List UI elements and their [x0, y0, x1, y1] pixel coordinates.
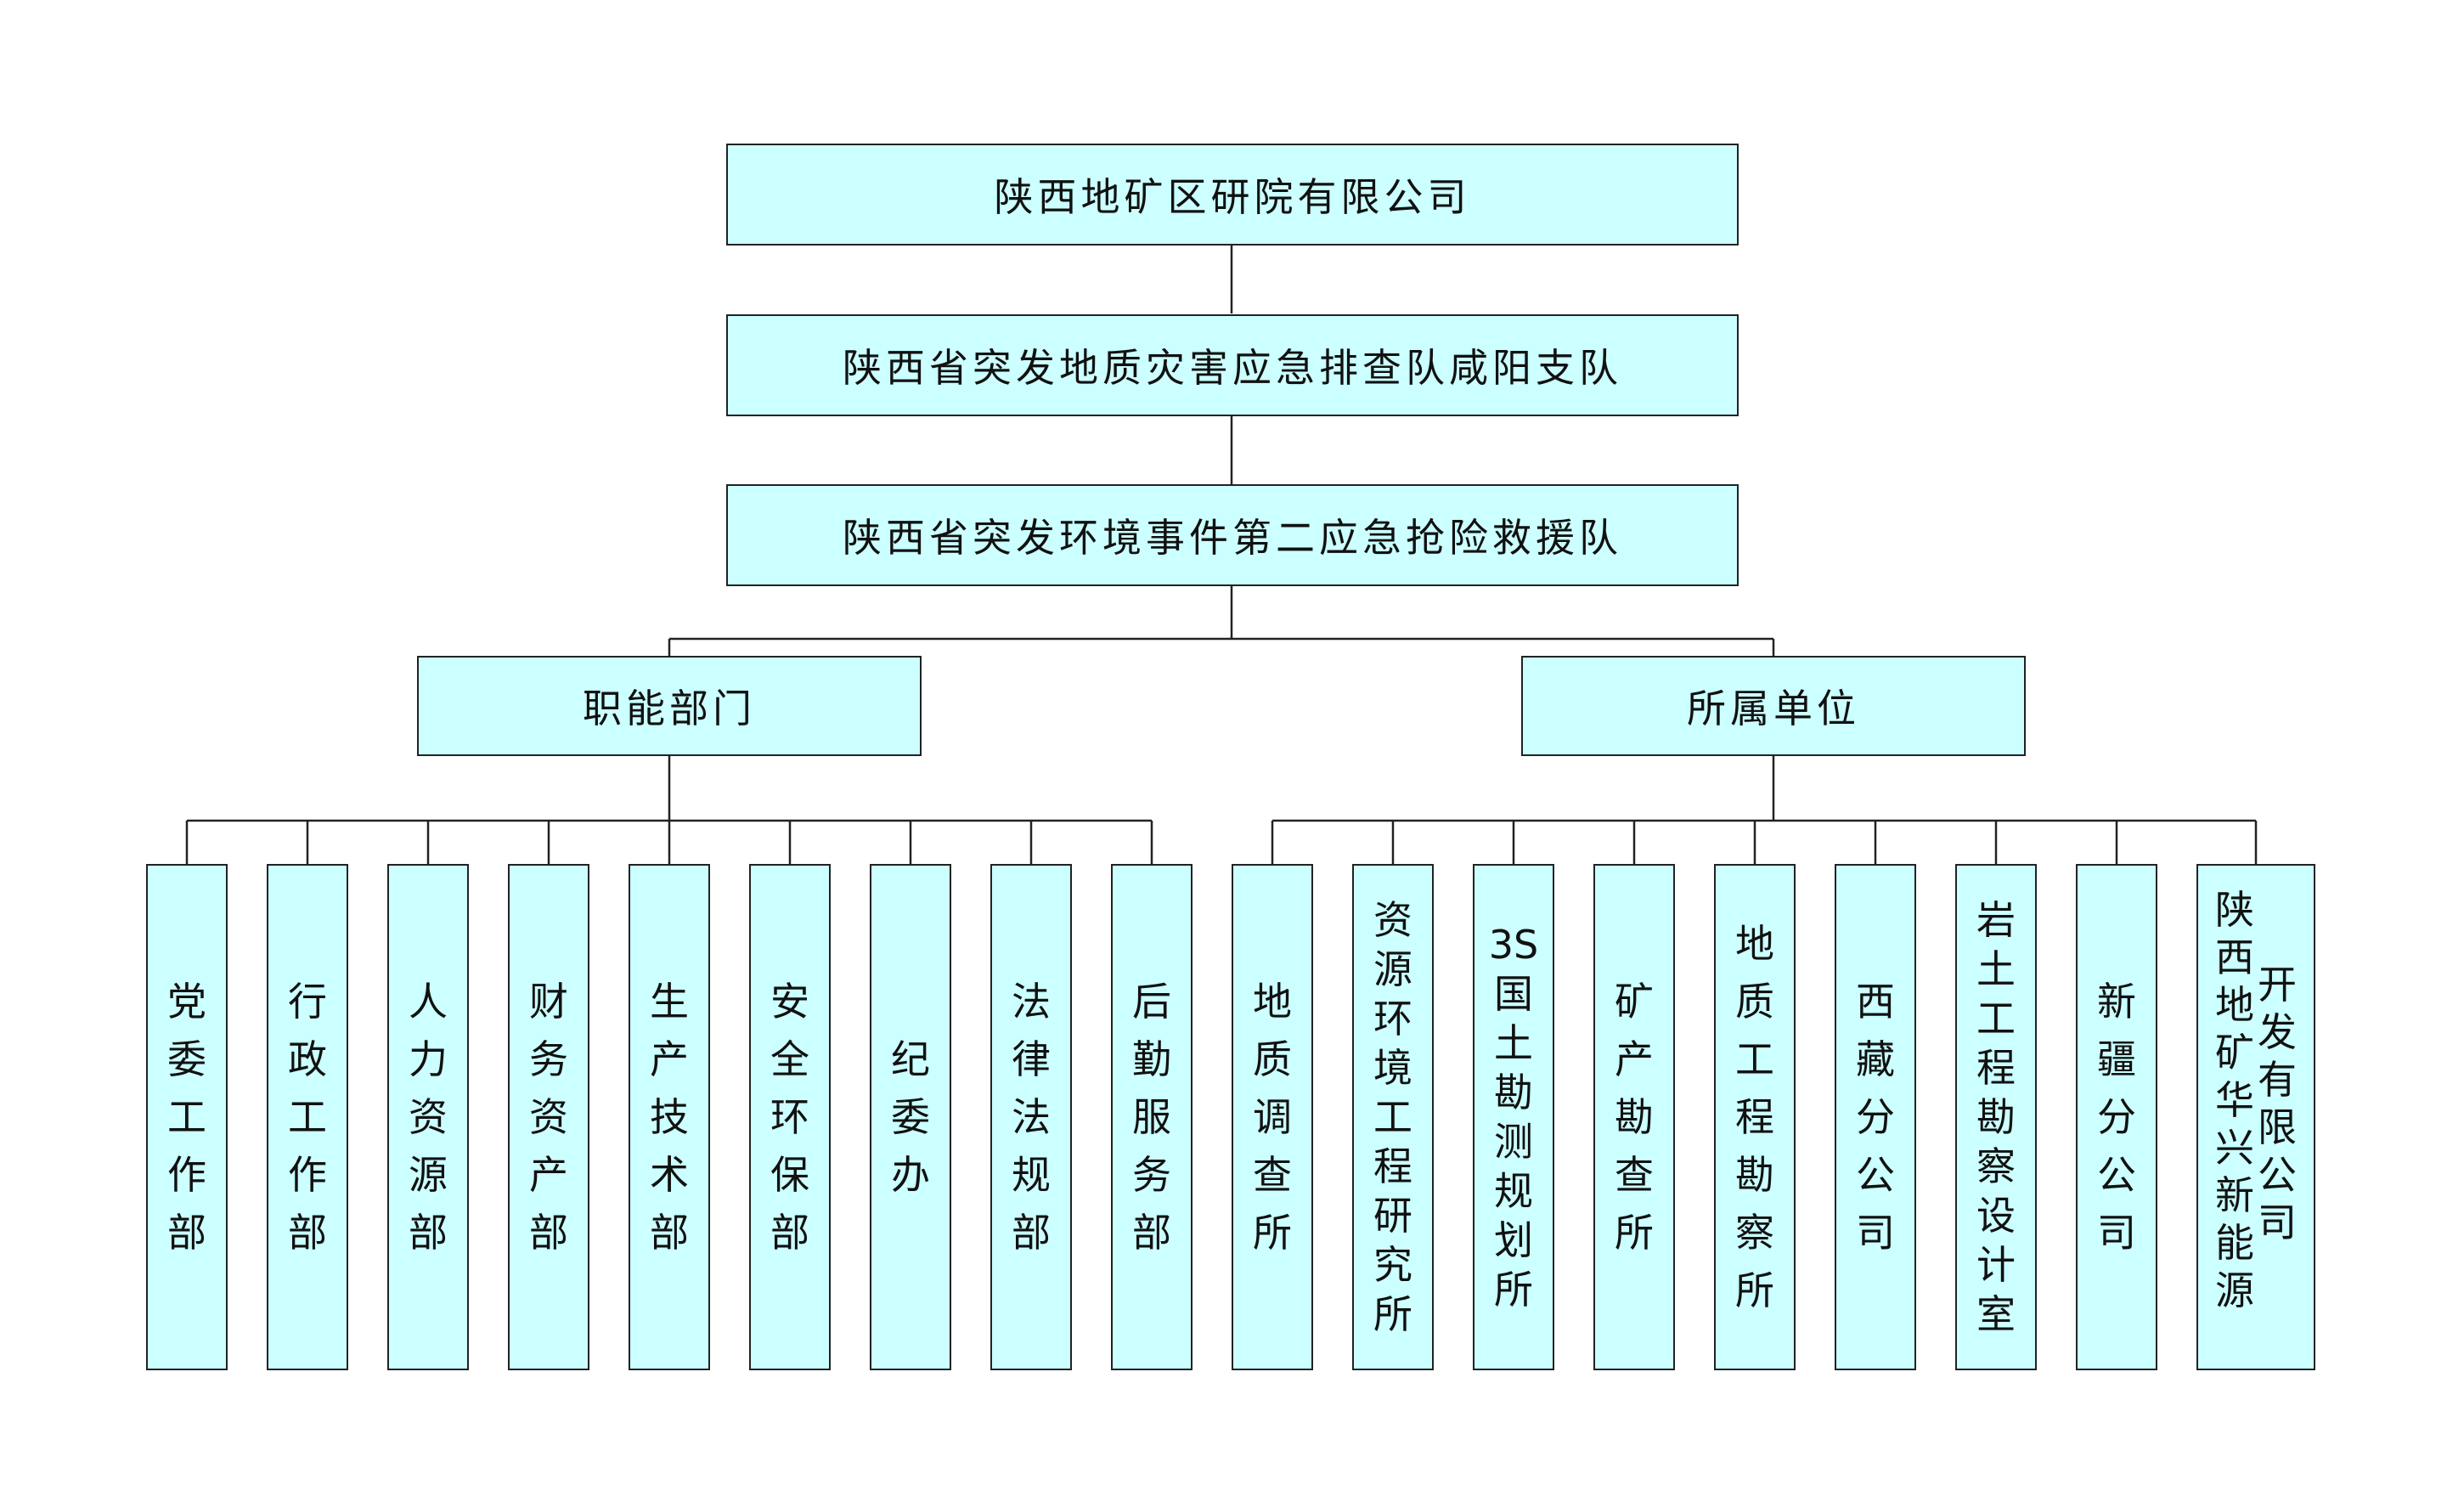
node-unit: 地质调查所 [1232, 864, 1313, 1370]
vertical-label: 资源环境工程研究所 [1373, 897, 1412, 1337]
vertical-label: 财务资产部 [529, 979, 568, 1256]
vertical-label: 生产技术部 [650, 979, 689, 1256]
vertical-label: 法律法规部 [1012, 979, 1051, 1256]
node-department: 生产技术部 [629, 864, 710, 1370]
node-affiliated-units: 所属单位 [1521, 656, 2026, 756]
node-unit: 新疆分公司 [2076, 864, 2157, 1370]
node-unit: 资源环境工程研究所 [1352, 864, 1434, 1370]
node-label: 所属单位 [1687, 686, 1860, 731]
vertical-label: 党委工作部 [167, 979, 206, 1256]
node-unit: 西藏分公司 [1835, 864, 1916, 1370]
node-company: 陕西地矿区研院有限公司 [726, 144, 1739, 246]
node-department: 后勤服务部 [1111, 864, 1193, 1370]
vertical-label: 矿产勘查所 [1615, 979, 1654, 1256]
vertical-label: 纪委办 [891, 1036, 930, 1198]
vertical-label: 新疆分公司 [2097, 979, 2136, 1256]
node-unit: 矿产勘查所 [1593, 864, 1675, 1370]
node-department: 纪委办 [870, 864, 951, 1370]
vertical-label: 后勤服务部 [1132, 979, 1171, 1256]
node-department: 安全环保部 [749, 864, 831, 1370]
node-department: 财务资产部 [508, 864, 589, 1370]
node-label: 职能部门 [583, 686, 756, 731]
node-emergency-team-xianyang: 陕西省突发地质灾害应急排查队咸阳支队 [726, 314, 1739, 416]
vertical-label: 陕西地矿华兴新能源 [2215, 887, 2254, 1313]
node-department: 法律法规部 [990, 864, 1072, 1370]
vertical-label: 安全环保部 [770, 979, 809, 1256]
node-department: 党委工作部 [146, 864, 228, 1370]
node-unit: 地质工程勘察所 [1714, 864, 1796, 1370]
vertical-label: 西藏分公司 [1856, 979, 1895, 1256]
node-unit: 岩土工程勘察设计室 [1955, 864, 2037, 1370]
node-label: 陕西省突发环境事件第二应急抢险救援队 [843, 515, 1622, 561]
node-department: 行政工作部 [267, 864, 348, 1370]
vertical-label: 地质工程勘察所 [1735, 921, 1774, 1313]
vertical-label: 岩土工程勘察设计室 [1976, 897, 2016, 1337]
vertical-label: 地质调查所 [1253, 979, 1292, 1256]
vertical-label: 人力资源部 [409, 979, 448, 1256]
node-unit: 陕西地矿华兴新能源 开发有限公司 [2196, 864, 2315, 1370]
vertical-label: 行政工作部 [288, 979, 327, 1256]
node-emergency-rescue-team: 陕西省突发环境事件第二应急抢险救援队 [726, 484, 1739, 586]
node-functional-departments: 职能部门 [417, 656, 922, 756]
node-department: 人力资源部 [387, 864, 469, 1370]
node-label: 陕西省突发地质灾害应急排查队咸阳支队 [843, 345, 1622, 391]
vertical-label: 开发有限公司 [2258, 962, 2297, 1245]
node-label: 陕西地矿区研院有限公司 [994, 174, 1471, 220]
